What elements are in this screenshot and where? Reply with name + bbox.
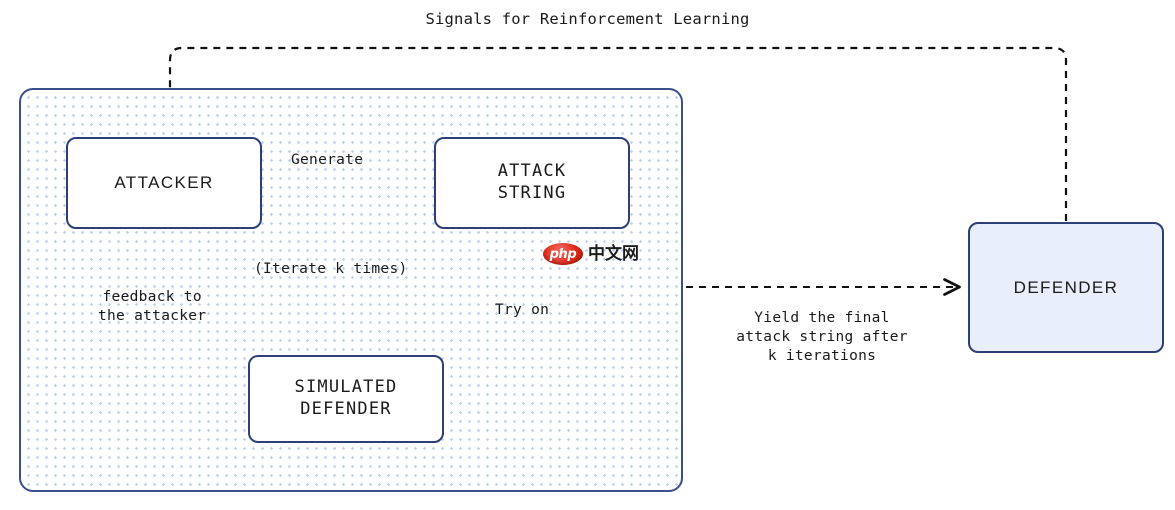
node-attack-string-label: ATTACK STRING bbox=[497, 161, 567, 203]
node-simulated-defender-label: SIMULATED DEFENDER bbox=[294, 377, 398, 419]
node-attack-string[interactable]: ATTACK STRING bbox=[434, 137, 630, 229]
edge-label-iterate: (Iterate k times) bbox=[254, 261, 408, 277]
php-badge-icon: php bbox=[543, 243, 583, 265]
node-defender-label: DEFENDER bbox=[1013, 277, 1119, 297]
edge-label-feedback: feedback to the attacker bbox=[98, 289, 207, 325]
node-attacker-label: ATTACKER bbox=[114, 173, 214, 193]
edge-label-generate: Generate bbox=[291, 152, 364, 168]
php-watermark: php 中文网 bbox=[543, 242, 639, 266]
edge-label-yield: Yield the final attack string after k it… bbox=[736, 310, 908, 365]
diagram-title: Signals for Reinforcement Learning bbox=[425, 10, 750, 28]
edge-label-try-on: Try on bbox=[495, 302, 550, 318]
node-attacker[interactable]: ATTACKER bbox=[66, 137, 262, 229]
php-watermark-text: 中文网 bbox=[588, 243, 639, 264]
node-defender[interactable]: DEFENDER bbox=[968, 222, 1164, 353]
node-simulated-defender[interactable]: SIMULATED DEFENDER bbox=[248, 355, 444, 443]
